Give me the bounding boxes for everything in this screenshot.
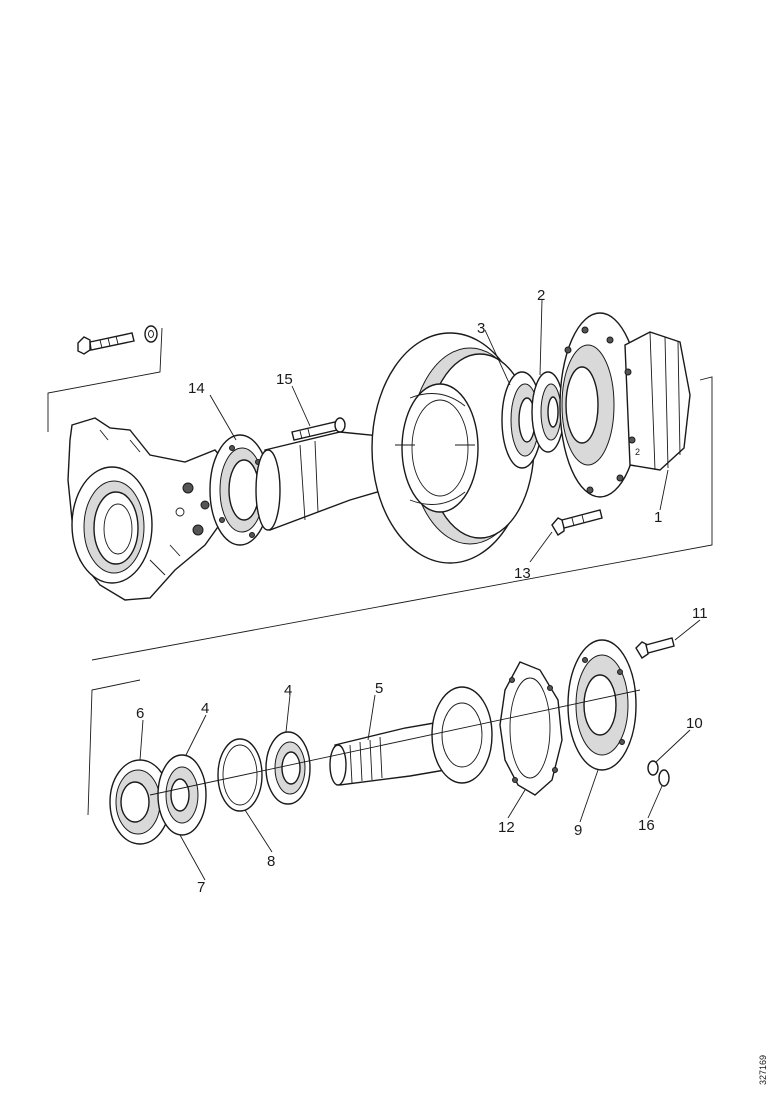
plug-16	[658, 769, 670, 787]
upper-assembly-frame	[47, 327, 713, 661]
bolt-11	[635, 637, 675, 659]
hub-cover-9	[567, 639, 637, 771]
leader-lines	[139, 299, 701, 881]
callout-4-left: 4	[201, 700, 209, 717]
gear-plate-12	[499, 661, 563, 796]
snap-ring-8	[217, 738, 263, 812]
drive-shaft-5	[329, 686, 493, 786]
bolt-13	[551, 509, 603, 536]
reference-code: 327169	[758, 1055, 768, 1085]
bolt-with-washer	[77, 325, 158, 355]
bolt-15	[291, 417, 346, 441]
callout-7: 7	[197, 879, 205, 896]
seal-2	[531, 371, 565, 453]
callout-11: 11	[692, 605, 708, 622]
callout-4-right: 4	[284, 682, 292, 699]
callout-9: 9	[574, 822, 582, 839]
callout-5: 5	[375, 680, 383, 697]
bearing-4-right	[265, 731, 311, 805]
callout-3: 3	[477, 320, 485, 337]
callout-labels: 1 2 3 4 4 5 6 7 8 9 10 11 12 13 14 15 16	[136, 287, 708, 896]
wheel-hub-1: 2	[559, 312, 691, 498]
callout-15: 15	[276, 371, 293, 388]
callout-10: 10	[686, 715, 703, 732]
callout-2: 2	[537, 287, 545, 304]
callout-13: 13	[514, 565, 531, 582]
washer-10	[647, 760, 659, 776]
bearing-ring-14	[209, 434, 271, 546]
callout-16: 16	[638, 817, 655, 834]
callout-12: 12	[498, 819, 515, 836]
bearing-4-left	[157, 754, 207, 836]
lower-assembly-frame	[87, 679, 141, 816]
callout-8: 8	[267, 853, 275, 870]
callout-1: 1	[654, 509, 662, 526]
callout-6: 6	[136, 705, 144, 722]
axle-housing	[67, 417, 233, 601]
bearing-3	[501, 371, 543, 469]
callout-14: 14	[188, 380, 205, 397]
svg-text:2: 2	[635, 447, 640, 457]
